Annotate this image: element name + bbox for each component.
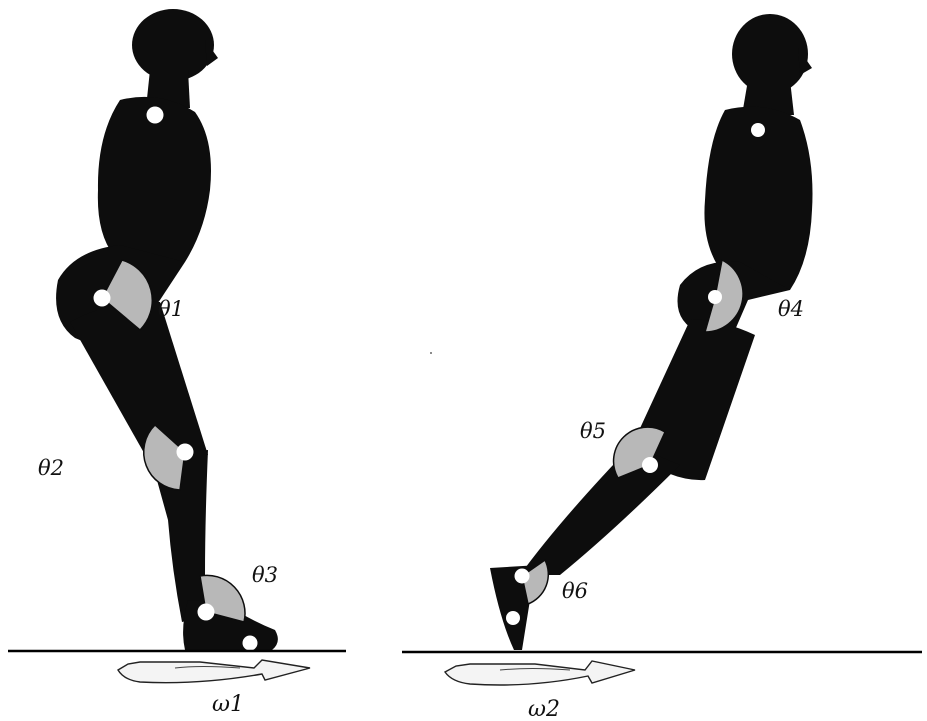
rotation-arrow-icon-right — [445, 661, 635, 685]
omega2-label: ω2 — [528, 697, 560, 721]
theta3-label: θ3 — [252, 563, 278, 587]
ankle-marker-right — [515, 569, 530, 584]
theta5-label: θ5 — [580, 419, 606, 443]
theta6-label: θ6 — [562, 579, 588, 603]
left-figure-silhouette — [56, 9, 278, 650]
toe-marker-right — [506, 611, 520, 625]
knee-marker-left — [177, 444, 194, 461]
rotation-arrow-icon — [118, 660, 310, 683]
right-figure: θ4 θ5 θ6 ω2 — [402, 14, 922, 721]
left-figure: θ1 θ2 θ3 ω1 — [8, 9, 346, 717]
theta1-label: θ1 — [158, 297, 184, 321]
hip-marker-right — [708, 290, 722, 304]
ankle-marker-left — [198, 604, 215, 621]
hip-marker-left — [94, 290, 111, 307]
theta4-label: θ4 — [778, 297, 804, 321]
knee-marker-right — [642, 457, 658, 473]
right-figure-silhouette — [490, 14, 813, 650]
shoulder-marker-right — [751, 123, 765, 137]
theta2-label: θ2 — [38, 456, 64, 480]
shoulder-marker-left — [147, 107, 164, 124]
omega1-label: ω1 — [212, 692, 244, 717]
toe-marker-left — [243, 636, 258, 651]
speck-mark — [430, 352, 432, 354]
